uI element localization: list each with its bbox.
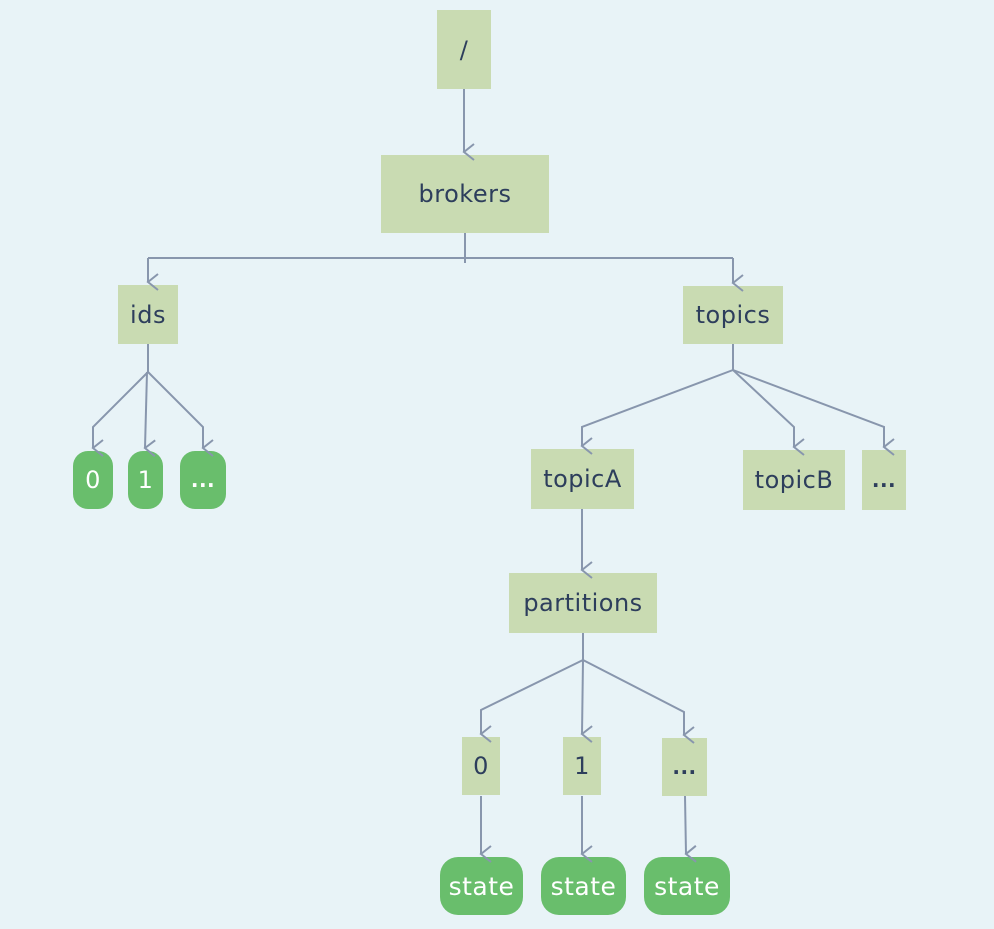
node-partitions: partitions xyxy=(509,573,657,633)
node-partition-1: 1 xyxy=(563,737,601,795)
node-broker-id-1: 1 xyxy=(128,451,163,509)
edge-ids-1 xyxy=(143,371,156,458)
edge-partitionEtc-state xyxy=(684,795,697,863)
node-brokers: brokers xyxy=(381,155,549,233)
node-broker-id-ellipsis: ... xyxy=(180,451,226,509)
node-topics: topics xyxy=(683,286,783,344)
node-state-1: state xyxy=(541,857,626,915)
node-ids: ids xyxy=(118,285,178,344)
edge-topics-topicB xyxy=(732,369,805,456)
edge-ids-children xyxy=(91,344,214,458)
edge-topics-children xyxy=(580,344,895,456)
edge-partitions-ellipsis xyxy=(582,659,695,744)
node-broker-id-0: 0 xyxy=(73,451,113,509)
node-state-2: state xyxy=(644,857,730,915)
node-state-0: state xyxy=(440,857,523,915)
edge-topics-ellipsis xyxy=(732,369,895,456)
edge-partitions-0 xyxy=(479,659,584,743)
edge-brokers-children xyxy=(146,233,744,292)
node-topic-b: topicB xyxy=(743,450,845,510)
edge-partitions-1 xyxy=(580,659,593,743)
node-root: / xyxy=(437,10,491,89)
edge-topics-topicA xyxy=(580,369,734,455)
edge-ids-ellipsis xyxy=(147,371,214,457)
node-topics-ellipsis: ... xyxy=(862,450,906,510)
node-topic-a: topicA xyxy=(531,449,634,509)
edge-ids-0 xyxy=(91,371,149,457)
node-partition-ellipsis: ... xyxy=(662,738,707,796)
edge-partitions-children xyxy=(479,633,695,744)
node-partition-0: 0 xyxy=(462,737,500,795)
